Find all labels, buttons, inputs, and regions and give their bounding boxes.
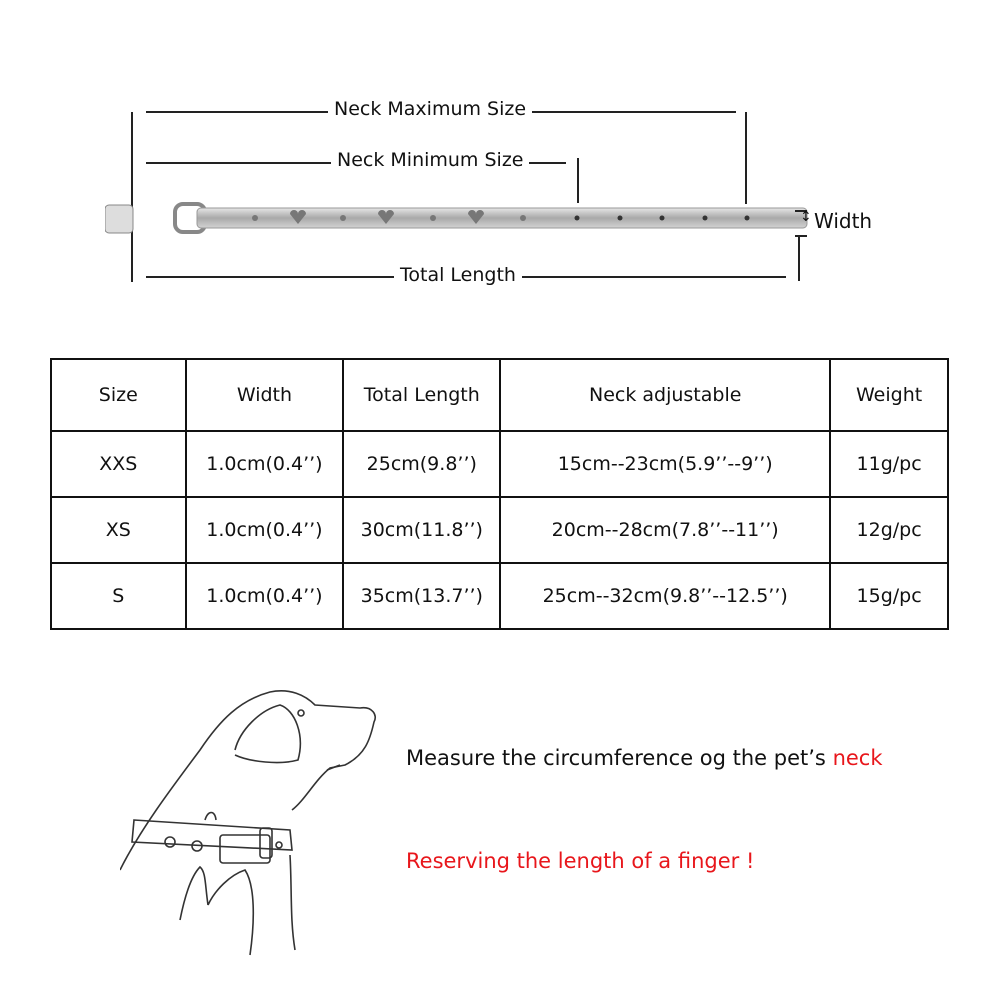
table-header-row: Size Width Total Length Neck adjustable … <box>50 358 949 432</box>
measure-instruction: Measure the circumference og the pet’s n… <box>406 746 883 770</box>
cell-weight: 15g/pc <box>829 562 949 630</box>
cell-total-length: 25cm(9.8’’) <box>342 430 502 498</box>
cell-total-length: 30cm(11.8’’) <box>342 496 502 564</box>
dog-measuring-illustration <box>120 690 376 956</box>
collar-image <box>105 202 808 234</box>
cell-weight: 12g/pc <box>829 496 949 564</box>
width-arrow-icon: ↕ <box>800 209 812 225</box>
finger-note: Reserving the length of a finger ! <box>406 849 755 873</box>
header-total-length: Total Length <box>342 358 502 432</box>
table-row: XXS 1.0cm(0.4’’) 25cm(9.8’’) 15cm--23cm(… <box>50 430 949 498</box>
width-top-tick <box>795 210 807 212</box>
cell-width: 1.0cm(0.4’’) <box>184 430 345 498</box>
cell-width: 1.0cm(0.4’’) <box>184 562 345 630</box>
cell-size: XS <box>50 496 187 564</box>
neck-highlight: neck <box>832 746 883 770</box>
cell-weight: 11g/pc <box>829 430 949 498</box>
header-size: Size <box>50 358 187 432</box>
cell-size: S <box>50 562 187 630</box>
cell-total-length: 35cm(13.7’’) <box>342 562 502 630</box>
width-bottom-tick <box>795 235 807 237</box>
width-label: Width <box>814 209 873 233</box>
total-length-marker <box>798 237 800 281</box>
neck-min-marker <box>577 158 579 203</box>
neck-max-label: Neck Maximum Size <box>328 98 533 120</box>
header-weight: Weight <box>829 358 949 432</box>
cell-width: 1.0cm(0.4’’) <box>184 496 345 564</box>
table-row: S 1.0cm(0.4’’) 35cm(13.7’’) 25cm--32cm(9… <box>50 562 949 630</box>
size-table: Size Width Total Length Neck adjustable … <box>50 358 949 630</box>
cell-size: XXS <box>50 430 187 498</box>
header-width: Width <box>184 358 345 432</box>
cell-neck-adjustable: 20cm--28cm(7.8’’--11’’) <box>499 496 832 564</box>
left-dimension-line <box>131 112 133 282</box>
cell-neck-adjustable: 25cm--32cm(9.8’’--12.5’’) <box>499 562 832 630</box>
header-neck-adjustable: Neck adjustable <box>499 358 832 432</box>
total-length-label: Total Length <box>394 264 522 286</box>
measure-text: Measure the circumference og the pet’s <box>406 746 833 770</box>
table-row: XS 1.0cm(0.4’’) 30cm(11.8’’) 20cm--28cm(… <box>50 496 949 564</box>
cell-neck-adjustable: 15cm--23cm(5.9’’--9’’) <box>499 430 832 498</box>
neck-min-label: Neck Minimum Size <box>331 149 530 171</box>
neck-max-marker <box>745 112 747 204</box>
